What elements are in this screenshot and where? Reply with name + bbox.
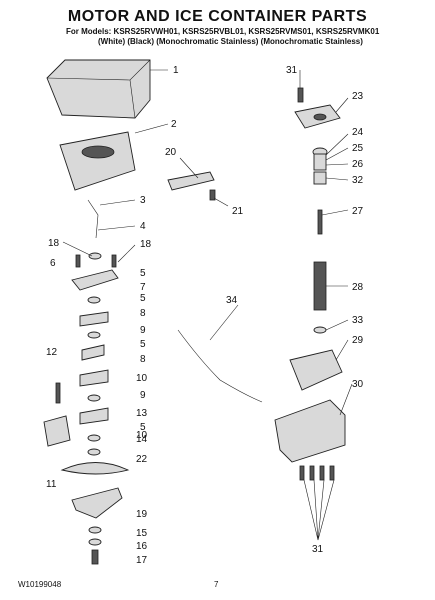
auger-rod: [87, 199, 99, 239]
deflector-20: [167, 171, 215, 191]
callout-5a: 5: [140, 268, 146, 279]
callout-29: 29: [352, 335, 364, 346]
screw-18-right: [111, 254, 117, 268]
callout-8b: 8: [140, 354, 146, 365]
callout-12: 12: [46, 347, 58, 358]
finish-list: (White) (Black) (Monochromatic Stainless…: [98, 37, 363, 46]
callout-22: 22: [136, 454, 148, 465]
wire-harness-34: [177, 329, 263, 403]
callout-16: 16: [136, 541, 148, 552]
document-number: W10199048: [18, 580, 62, 589]
model-list: For Models: KSRS25RVWH01, KSRS25RVBL01, …: [66, 27, 380, 36]
callout-19: 19: [136, 509, 148, 520]
leader-lines: [62, 69, 353, 541]
callout-15: 15: [136, 528, 148, 539]
callout-10b: 10: [136, 430, 148, 441]
callout-20: 20: [165, 147, 177, 158]
bracket-11: [43, 415, 71, 447]
callout-24: 24: [352, 127, 364, 138]
callout-9b: 9: [140, 390, 146, 401]
callout-3: 3: [140, 195, 146, 206]
callout-11: 11: [46, 479, 57, 490]
callout-32: 32: [352, 175, 364, 186]
callout-28: 28: [352, 282, 364, 293]
callout-6: 6: [50, 258, 56, 269]
callout-17: 17: [136, 555, 148, 566]
callout-13: 13: [136, 408, 148, 419]
callout-5d: 5: [140, 422, 146, 433]
callout-23: 23: [352, 91, 364, 102]
callout-30: 30: [352, 379, 364, 390]
callout-25: 25: [352, 143, 364, 154]
bracket-12: [55, 382, 61, 404]
screw-21: [209, 189, 216, 201]
callout-18a: 18: [48, 238, 60, 249]
callout-34: 34: [226, 295, 238, 306]
callout-18b: 18: [140, 239, 152, 250]
callout-5c: 5: [140, 339, 146, 350]
callout-2: 2: [171, 119, 177, 130]
auger-parts-stack: [60, 252, 130, 565]
callout-5b: 5: [140, 293, 146, 304]
callout-33: 33: [352, 315, 364, 326]
callout-7: 7: [140, 282, 146, 293]
callout-31b: 31: [312, 544, 324, 555]
page-number: 7: [214, 580, 219, 589]
callout-labels: 1 2 3 4 5 5 5 5 6 7 8 8 9 9 10 10 11 12 …: [46, 65, 364, 566]
page-title: MOTOR AND ICE CONTAINER PARTS: [67, 8, 368, 25]
callout-31a: 31: [286, 65, 298, 76]
ice-bucket: [46, 59, 151, 119]
auger-housing: [59, 131, 136, 191]
callout-8a: 8: [140, 308, 146, 319]
callout-10a: 10: [136, 373, 148, 384]
motor-assembly: [274, 87, 346, 463]
callout-1: 1: [173, 65, 179, 76]
mounting-screws-31: [299, 465, 335, 481]
callout-9a: 9: [140, 325, 146, 336]
callout-26: 26: [352, 159, 364, 170]
screw-18-left: [75, 254, 81, 268]
callout-21: 21: [232, 206, 244, 217]
callout-14: 14: [136, 434, 148, 445]
callout-4: 4: [140, 221, 146, 232]
callout-27: 27: [352, 206, 364, 217]
